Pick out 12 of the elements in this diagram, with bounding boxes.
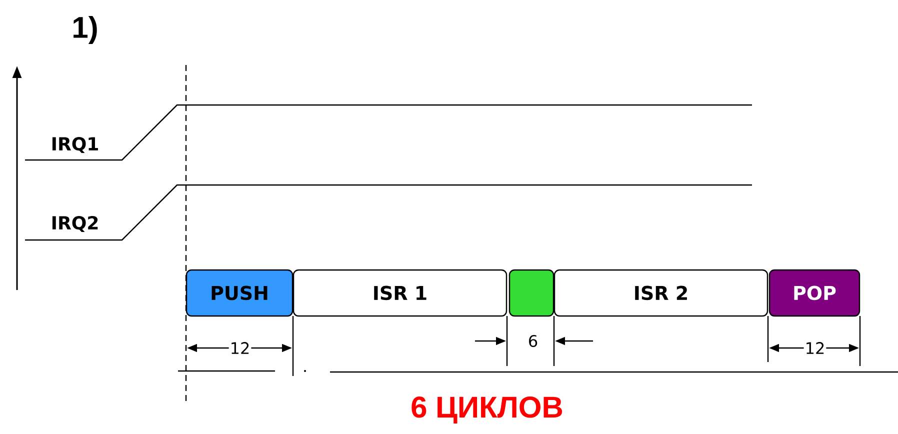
dimension-label: 12 (228, 341, 252, 355)
process-box: POP (768, 269, 860, 317)
process-box: ISR 2 (554, 269, 768, 317)
cycle-count: 6 ЦИКЛОВ (412, 396, 562, 424)
process-box: ISR 1 (292, 269, 508, 317)
empty-box (508, 269, 554, 317)
process-box: PUSH (186, 269, 294, 317)
dimension-label: 12 (804, 341, 826, 355)
dimension-label: 6 (529, 334, 538, 348)
title: 1) (74, 16, 97, 44)
signal-label: IRQ1 (52, 137, 98, 153)
signal-label: IRQ2 (52, 216, 98, 232)
